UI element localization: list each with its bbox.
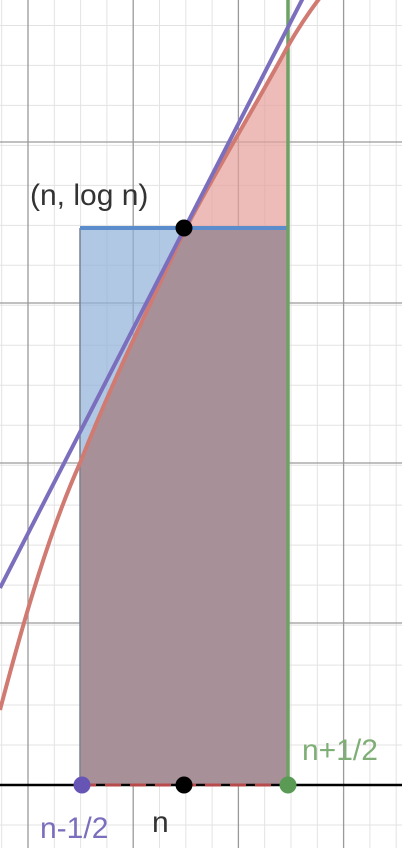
tangent-point [175, 219, 193, 237]
right-end-label: n+1/2 [302, 734, 378, 767]
point-label: (n, log n) [30, 179, 148, 212]
overlap-region [80, 228, 288, 785]
right-end-point [279, 776, 297, 794]
center-label: n [152, 806, 169, 839]
left-end-point [73, 776, 91, 794]
center-point [175, 776, 193, 794]
left-end-label: n-1/2 [40, 812, 108, 845]
tangent-line [0, 0, 305, 589]
log-curve [0, 0, 321, 711]
